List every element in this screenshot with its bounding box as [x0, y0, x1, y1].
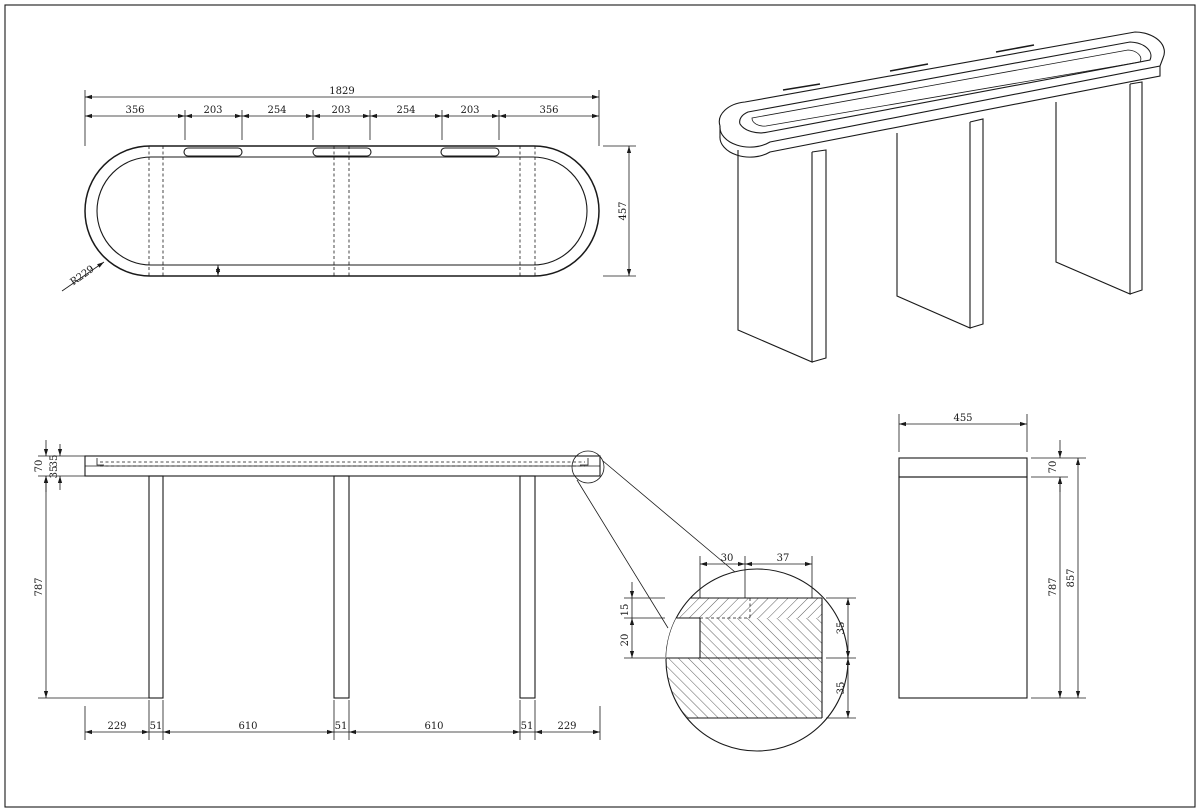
dim-detail-right-2: 35	[836, 682, 847, 695]
dim-side-leg: 787	[1048, 577, 1059, 596]
dim-bottom-4: 51	[335, 721, 348, 732]
dim-top-thickness: 70	[34, 460, 45, 473]
detail-view: 30 37 15 20 35 35	[620, 553, 856, 752]
side-top-slab	[898, 457, 1028, 478]
iso-leg-3	[1055, 84, 1131, 295]
front-leg-3	[519, 475, 536, 699]
slot-1	[183, 147, 243, 157]
detail-marker	[571, 450, 605, 484]
dim-seg-5: 254	[396, 105, 415, 116]
side-view: 455 70 787 857	[898, 413, 1086, 699]
dim-bottom-1: 229	[107, 721, 126, 732]
dim-depth: 457	[618, 201, 629, 220]
slot-2	[312, 147, 372, 157]
dim-bottom-3: 610	[238, 721, 257, 732]
side-leg	[898, 476, 1028, 699]
dim-seg-7: 356	[539, 105, 558, 116]
dim-seg-2: 203	[203, 105, 222, 116]
dim-seg-1: 356	[125, 105, 144, 116]
dim-radius: R229	[69, 264, 97, 288]
iso-top-surface	[718, 31, 1165, 148]
dim-bottom-7: 229	[557, 721, 576, 732]
dim-detail-right-1: 35	[836, 622, 847, 635]
iso-leg-2	[896, 122, 971, 329]
dim-top-part-2: 35	[49, 466, 60, 479]
front-leg-1	[148, 475, 164, 699]
top-outline-outer	[84, 145, 600, 277]
dim-side-top: 70	[1048, 461, 1059, 474]
dim-top-part-1: 35	[49, 455, 60, 468]
dim-side-width: 455	[953, 413, 972, 424]
slot-3	[440, 147, 500, 157]
dim-detail-top-1: 30	[721, 553, 734, 564]
dim-detail-left-2: 20	[620, 634, 631, 647]
front-leg-2	[333, 475, 350, 699]
dim-detail-left-1: 15	[620, 604, 631, 617]
isometric-view	[718, 31, 1165, 363]
dim-seg-3: 254	[267, 105, 286, 116]
iso-leg-1	[737, 150, 813, 363]
dim-side-total: 857	[1066, 568, 1077, 587]
top-outline-inner	[96, 156, 588, 266]
dim-bottom-2: 51	[150, 721, 163, 732]
dim-seg-4: 203	[331, 105, 350, 116]
dim-detail-top-2: 37	[777, 553, 790, 564]
dim-bottom-5: 610	[424, 721, 443, 732]
front-view: 70 35 35 787 229 51 610 51 610 51 229	[34, 440, 736, 740]
top-view: 1829 356 203 254 203 254 203 356 457 R22…	[61, 86, 636, 292]
sheet-border	[4, 4, 1196, 808]
dim-overall-length: 1829	[329, 86, 354, 97]
dim-seg-6: 203	[460, 105, 479, 116]
dim-leg-height: 787	[34, 577, 45, 596]
dim-bottom-6: 51	[521, 721, 534, 732]
